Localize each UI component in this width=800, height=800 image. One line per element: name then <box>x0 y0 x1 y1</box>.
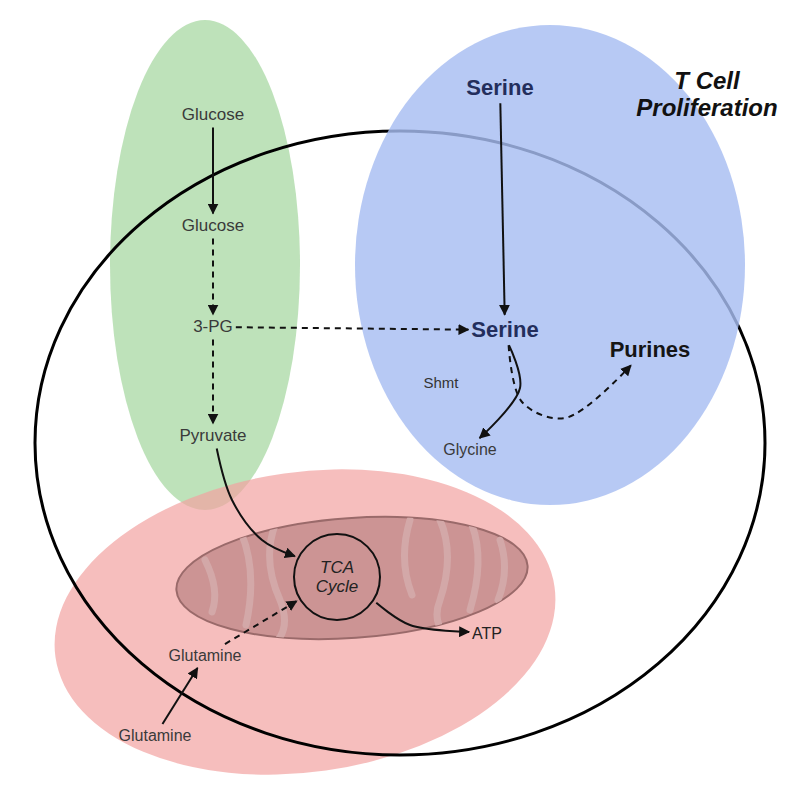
metabolite-name: Glutamine <box>169 647 242 665</box>
metabolite-name: Glucose <box>182 216 244 235</box>
metabolite-name: ATP <box>472 625 502 643</box>
metabolite-label: 3-PG <box>193 317 233 336</box>
crista <box>437 520 448 635</box>
metabolite-name: Purines <box>610 338 691 363</box>
tca-cycle-circle: TCA Cycle <box>293 533 381 621</box>
mitochondrion-body <box>172 506 532 650</box>
metabolite-label: Serine <box>466 76 533 101</box>
metabolite-label: Glucose <box>182 105 244 124</box>
crista <box>404 520 412 595</box>
metabolite-name: Serine <box>471 318 538 343</box>
metabolite-name: 3-PG <box>193 317 233 336</box>
mitochondrion <box>172 506 532 650</box>
dashed-arrow <box>212 239 214 315</box>
metabolite-name: Glucose <box>182 105 244 124</box>
dashed-arrow <box>212 340 214 424</box>
metabolite-name: Glycine <box>443 441 496 459</box>
solid-arrow <box>162 668 197 724</box>
mitochondrion-cristae <box>205 520 505 640</box>
crista <box>240 530 251 625</box>
solid-arrow <box>376 603 469 632</box>
dashed-arrow <box>236 327 469 329</box>
metabolite-label: ATP <box>472 625 502 643</box>
solid-arrow <box>500 103 504 314</box>
dashed-arrow <box>509 345 631 418</box>
metabolite-name: Glutamine <box>119 727 192 745</box>
metabolite-label: Glycine <box>443 441 496 459</box>
metabolite-label: Glutamine <box>119 727 192 745</box>
cycle-label: TCA Cycle <box>306 558 368 596</box>
dashed-arrow <box>225 601 297 644</box>
solid-arrow <box>212 128 214 214</box>
crista <box>205 560 215 612</box>
crista <box>270 525 285 640</box>
metabolite-label: Purines <box>610 338 691 363</box>
crista <box>470 525 478 610</box>
solid-arrow <box>217 449 295 557</box>
metabolite-label: Serine <box>471 318 538 343</box>
glycolysis-region <box>110 20 300 510</box>
metabolite-label: Pyruvate <box>179 426 246 445</box>
region-title: T Cell Proliferation <box>622 68 792 122</box>
proliferation-region: SerineSerinePurinesGlycineT Cell Prolife… <box>355 25 745 505</box>
metabolite-label: Glutamine <box>169 647 242 665</box>
metabolite-label: Glucose <box>182 216 244 235</box>
metabolite-name: Pyruvate <box>179 426 246 445</box>
solid-arrow <box>480 345 521 438</box>
metabolite-name: Serine <box>466 76 533 101</box>
crista <box>498 540 505 600</box>
